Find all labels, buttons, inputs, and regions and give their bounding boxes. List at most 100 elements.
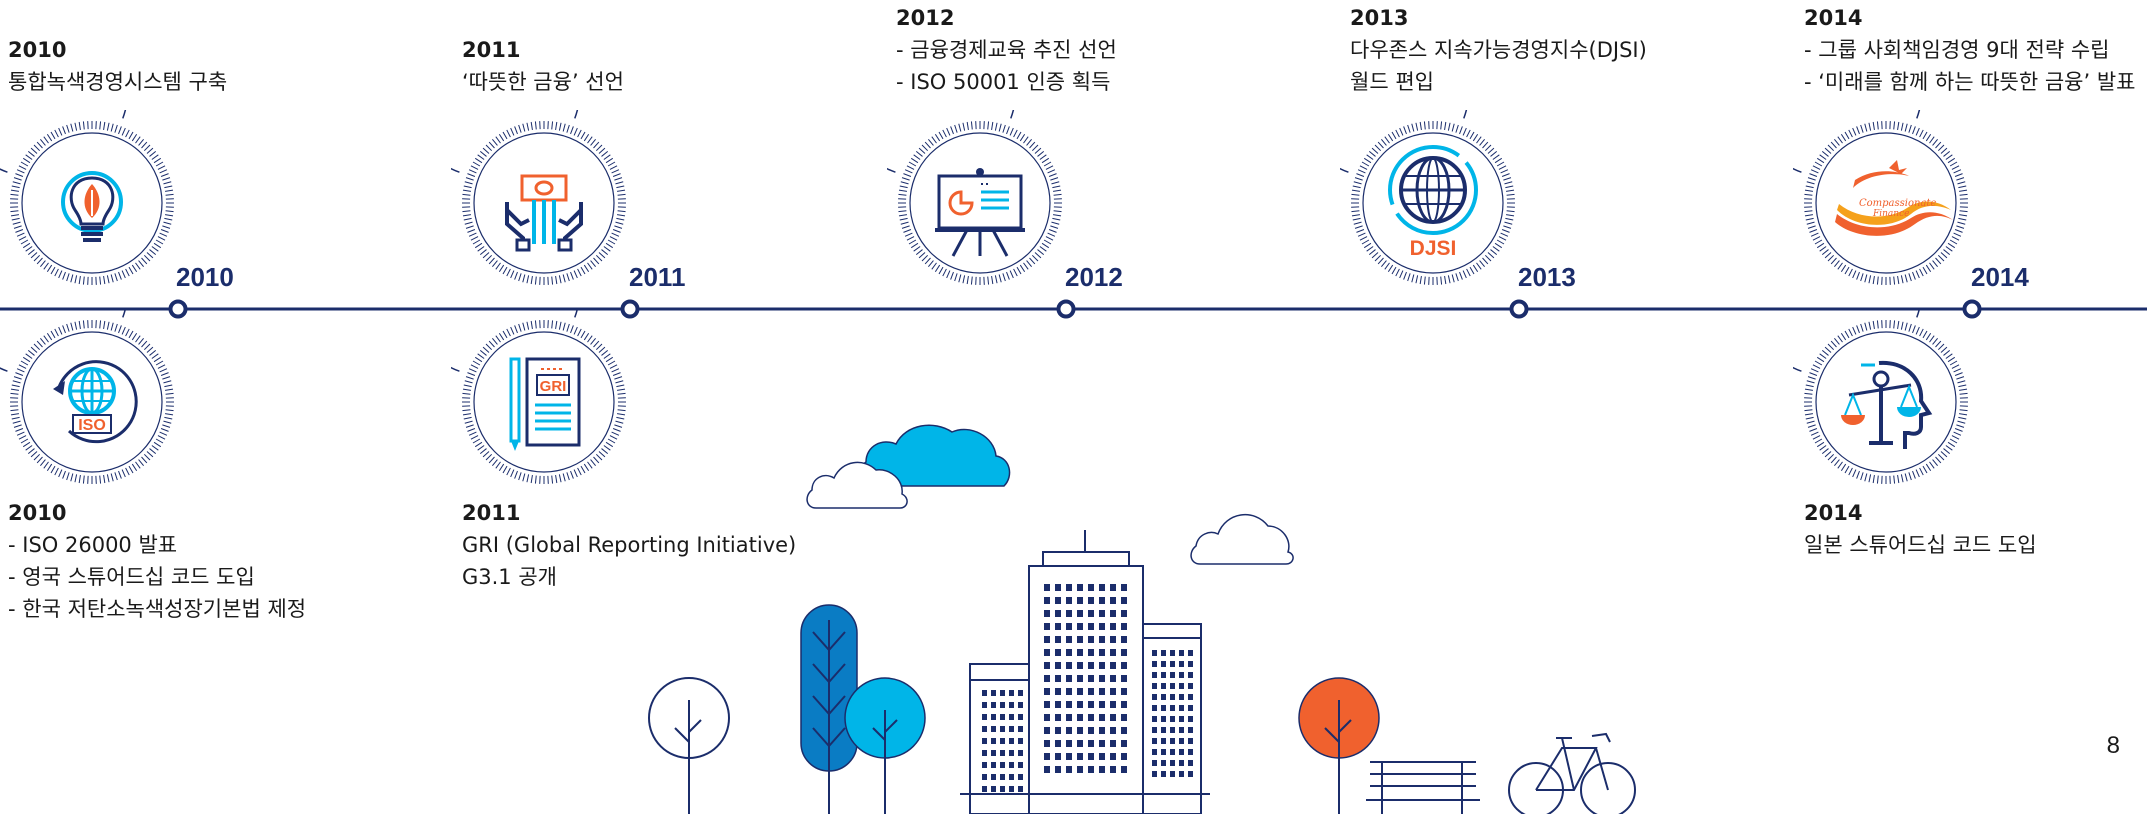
dial-tick <box>1940 252 1948 259</box>
dial-tick <box>99 475 102 484</box>
dial-tick <box>465 376 474 380</box>
dial-tick <box>62 325 66 334</box>
dial-tick <box>1041 157 1050 164</box>
dial-tick <box>114 472 118 481</box>
dial-tick <box>1387 133 1394 142</box>
dial-tick <box>138 138 144 146</box>
dial-tick <box>1834 260 1840 268</box>
dial-tick <box>950 271 954 280</box>
dial-tick <box>598 346 606 353</box>
dial-tick <box>1806 181 1815 185</box>
dial-tick <box>1019 264 1026 273</box>
dial-tick <box>1805 217 1814 221</box>
event-year: 2014 <box>1804 6 1863 30</box>
dial-tick <box>534 121 537 130</box>
dial-tick <box>54 129 59 138</box>
dial-tick <box>1897 121 1900 130</box>
dial-tick <box>1860 124 1864 133</box>
dial-tick <box>1804 189 1813 192</box>
dial-tick <box>1503 177 1512 181</box>
dial-tick <box>605 441 614 448</box>
dial-tick <box>595 254 603 262</box>
event-2014-top: 2014 - 그룹 사회책임경영 9대 전략 수립 - ‘미래를 함께 하는 따… <box>1804 2 2135 98</box>
dial-tick <box>522 322 526 331</box>
dial-tick <box>146 346 154 353</box>
dial-tick <box>1415 122 1419 131</box>
dial-tick <box>1387 264 1394 273</box>
dial-tick <box>163 380 172 384</box>
dial-tick <box>1381 138 1387 146</box>
dial-tick <box>1506 214 1515 217</box>
dial-tick <box>463 384 472 388</box>
dial-tick <box>942 129 947 138</box>
dial-tick <box>1819 246 1827 252</box>
dial-tick <box>1805 384 1814 388</box>
dial-tick <box>1864 123 1868 132</box>
dial-tick <box>611 431 620 436</box>
dial-tick <box>1940 451 1948 458</box>
dial-tick <box>526 321 530 330</box>
dial-tick <box>614 376 623 380</box>
dial-tick <box>1900 321 1904 330</box>
dial-tick <box>1399 127 1404 136</box>
dial-tick <box>114 124 118 133</box>
dial-tick <box>141 257 148 265</box>
dial-tick <box>1037 151 1045 157</box>
dial-tick <box>33 144 41 152</box>
dial-tick <box>27 350 35 356</box>
dial-tick <box>492 337 498 345</box>
dial-tick <box>1053 189 1062 192</box>
dial-tick <box>518 472 522 481</box>
event-year: 2011 <box>462 501 521 525</box>
dial-tick <box>587 335 593 343</box>
dial-tick <box>74 122 78 131</box>
dial-tick <box>149 249 157 255</box>
dial-tick <box>612 372 621 376</box>
dial-tick <box>1809 173 1818 177</box>
dial-tick <box>1045 236 1054 241</box>
dial-tick <box>12 380 21 384</box>
dial-tick <box>138 260 144 268</box>
dial-tick <box>78 320 81 329</box>
dial-tick <box>10 214 19 217</box>
dial-tick <box>1819 154 1827 160</box>
dial-tick <box>103 276 106 285</box>
dial-tick <box>1872 276 1875 285</box>
dial-tick <box>566 273 570 282</box>
dial-tick <box>962 275 966 284</box>
dial-tick <box>1908 472 1912 481</box>
dial-tick <box>58 469 63 478</box>
dial-tick <box>155 360 164 366</box>
dial-tick <box>1359 236 1368 241</box>
dial-tick <box>534 475 537 484</box>
dial-tick <box>1451 123 1455 132</box>
dial-tick <box>928 138 934 146</box>
dial-tick <box>506 328 511 337</box>
dial-tick <box>603 445 611 451</box>
dial-tick <box>1922 330 1928 339</box>
dial-tick <box>1925 264 1932 273</box>
dial-tick <box>462 193 471 196</box>
dial-tick <box>162 225 171 229</box>
dial-tick <box>1459 271 1463 280</box>
dial-tick <box>1812 236 1821 241</box>
dial-tick <box>506 129 511 138</box>
dial-tick <box>465 177 474 181</box>
dial-tick <box>518 273 522 282</box>
dial-tick <box>616 185 625 189</box>
dial-tick <box>518 124 522 133</box>
dial-tick <box>1919 467 1924 476</box>
dial-tick <box>1500 169 1509 174</box>
dial-tick <box>1809 372 1818 376</box>
dial-tick <box>566 323 570 332</box>
dial-inner-ring <box>473 132 615 274</box>
dial-tick <box>551 276 554 285</box>
dial-tick <box>1051 221 1060 225</box>
dial-tick <box>25 154 33 160</box>
dial-tick <box>1943 249 1951 255</box>
dial-tick <box>46 463 53 472</box>
timeline-node <box>620 299 640 319</box>
presentation-board-icon <box>935 168 1025 257</box>
dial-tick <box>1935 456 1942 464</box>
dial-tick <box>577 467 582 476</box>
